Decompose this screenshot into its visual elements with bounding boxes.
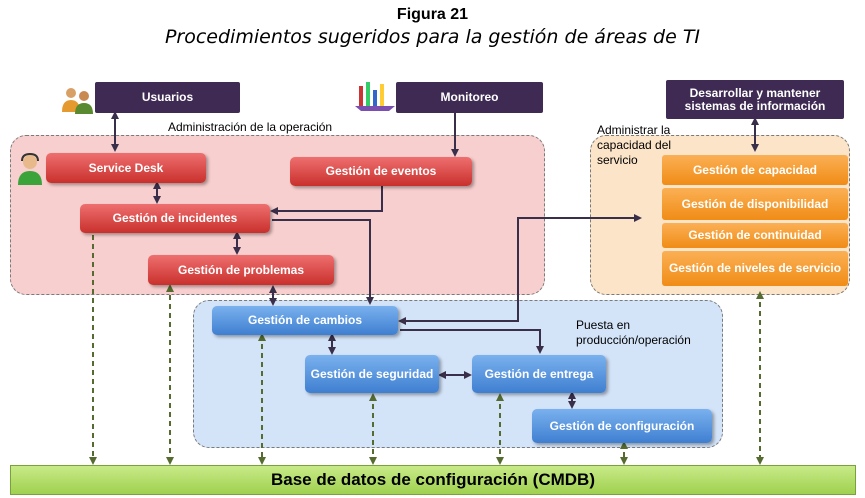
gestion-incidentes-box: Gestión de incidentes (80, 204, 270, 233)
gestion-cambios-box: Gestión de cambios (212, 306, 398, 335)
gestion-seguridad-box: Gestión de seguridad (305, 355, 439, 393)
service-desk-agent-icon (16, 152, 44, 186)
figure-subtitle: Procedimientos sugeridos para la gestión… (164, 26, 701, 48)
operations-group-label: Administración de la operación (168, 120, 333, 134)
gestion-configuracion-box: Gestión de configuración (532, 409, 712, 443)
gestion-disponibilidad-box: Gestión de disponibilidad (662, 188, 848, 220)
users-icon (60, 85, 96, 115)
desarrollar-box: Desarrollar y mantener sistemas de infor… (666, 80, 844, 119)
service-desk-box: Service Desk (46, 153, 206, 183)
cmdb-bar: Base de datos de configuración (CMDB) (10, 465, 856, 495)
gestion-problemas-box: Gestión de problemas (148, 255, 334, 285)
monitor-chart-icon (353, 80, 397, 112)
gestion-entrega-box: Gestión de entrega (472, 355, 606, 393)
production-group-label: Puesta en producción/operación (576, 318, 691, 347)
gestion-eventos-box: Gestión de eventos (290, 157, 472, 186)
gestion-continuidad-box: Gestión de continuidad (662, 223, 848, 248)
figure-number: Figura 21 (396, 6, 469, 23)
capacity-group-label: Administrar la capacidad del servicio (597, 123, 672, 167)
gestion-niveles-box: Gestión de niveles de servicio (662, 251, 848, 286)
gestion-capacidad-box: Gestión de capacidad (662, 155, 848, 185)
usuarios-box: Usuarios (95, 82, 240, 113)
monitoreo-box: Monitoreo (396, 82, 543, 113)
